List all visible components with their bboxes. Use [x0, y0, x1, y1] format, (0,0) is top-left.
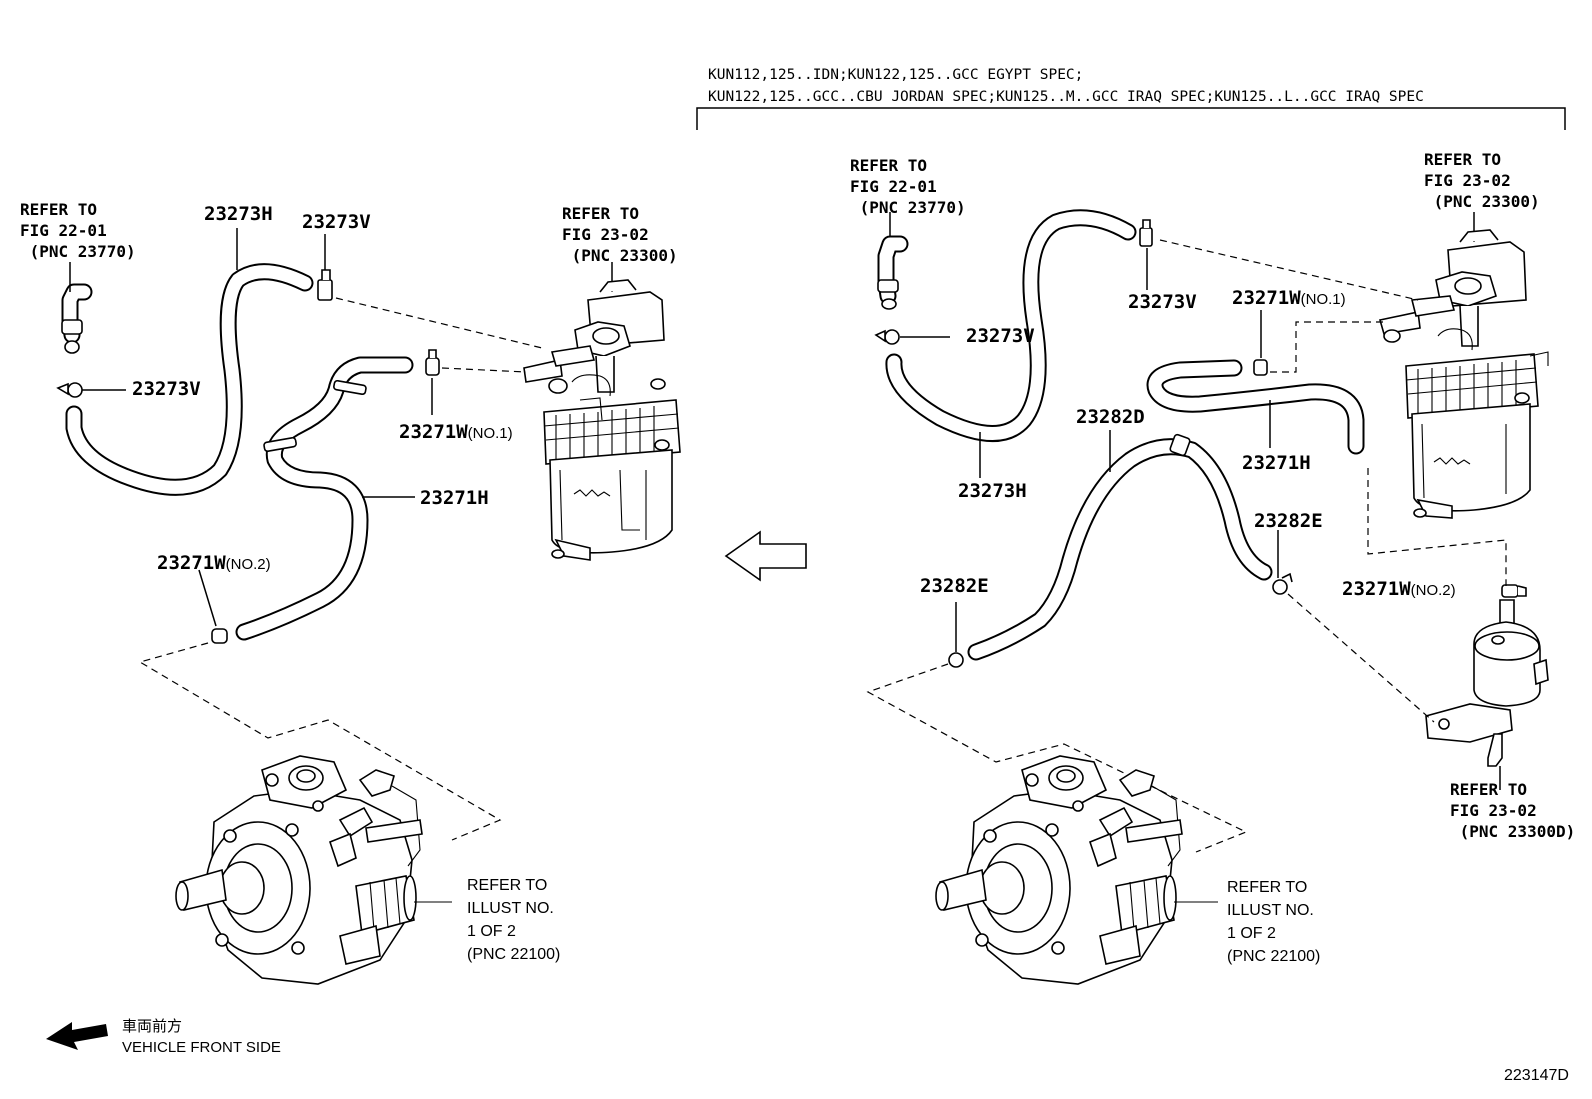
- left-clamp-23273V-side-icon: [56, 382, 126, 398]
- left-hose-23273H: [65, 228, 314, 496]
- right-label-23282E-right: 23282E: [1254, 510, 1323, 532]
- right-fitting-22-01: [877, 212, 909, 310]
- right-clamp-23273V-side-icon: [874, 329, 950, 345]
- right-hose-23282D: [967, 430, 1273, 661]
- right-clamp-23273V-top-icon: [1139, 219, 1153, 290]
- right-dashed-leaders: [1159, 239, 1419, 301]
- right-label-23271H: 23271H: [1242, 452, 1311, 474]
- right-clamp-23271W-no1-icon: [1253, 310, 1268, 376]
- right-label-23271W-no1: 23271W(NO.1): [1232, 287, 1346, 309]
- right-label-23273V-side: 23273V: [966, 325, 1035, 347]
- figure-code: 223147D: [1504, 1067, 1569, 1084]
- left-injection-pump: [175, 755, 452, 985]
- right-clamp-23282E-right-icon: [1272, 530, 1293, 595]
- left-clamp-23271W-no1-icon: [425, 349, 440, 415]
- left-label-23273H: 23273H: [204, 203, 273, 225]
- left-clamp-23273V-top-icon: [317, 234, 333, 301]
- right-label-23282E-left: 23282E: [920, 575, 989, 597]
- left-dashed-leaders: [335, 297, 543, 349]
- right-hose-23271H: [1146, 359, 1365, 455]
- right-label-23273V-top: 23273V: [1128, 291, 1197, 313]
- right-hose-23273H: [885, 209, 1137, 478]
- right-ref-fig-23-02: REFER TO FIG 23-02 (PNC 23300): [1424, 150, 1540, 211]
- vehicle-front-arrow-icon: [46, 1022, 108, 1050]
- left-label-23271H: 23271H: [420, 487, 489, 509]
- left-fuel-filter-assembly: [523, 262, 681, 561]
- right-label-23282D: 23282D: [1076, 406, 1145, 428]
- left-hose-clips-icon: [263, 379, 367, 453]
- right-ref-illust: REFER TO ILLUST NO. 1 OF 2 (PNC 22100): [1227, 879, 1321, 965]
- left-label-23273V-top: 23273V: [302, 211, 371, 233]
- direction-arrow-icon: [724, 530, 807, 582]
- left-hose-23271H: [235, 356, 415, 641]
- left-label-23271W-no2: 23271W(NO.2): [157, 552, 271, 574]
- left-fitting-22-01: [61, 262, 93, 354]
- right-label-23271W-no2: 23271W(NO.2): [1342, 578, 1456, 600]
- left-ref-fig-23-02: REFER TO FIG 23-02 (PNC 23300): [562, 204, 678, 265]
- vehicle-front-label: 車両前方 VEHICLE FRONT SIDE: [122, 1018, 281, 1056]
- left-ref-illust: REFER TO ILLUST NO. 1 OF 2 (PNC 22100): [467, 877, 561, 963]
- right-fuel-filter-assembly: [1378, 212, 1549, 519]
- right-ref-fig-23-02d: REFER TO FIG 23-02 (PNC 23300D): [1450, 780, 1576, 841]
- right-ref-fig-22-01: REFER TO FIG 22-01 (PNC 23770): [850, 156, 966, 217]
- right-pressure-regulator: [1425, 599, 1549, 790]
- left-label-23271W-no1: 23271W(NO.1): [399, 421, 513, 443]
- right-clamp-23282E-left-icon: [948, 602, 964, 668]
- left-ref-fig-22-01: REFER TO FIG 22-01 (PNC 23770): [20, 200, 136, 261]
- spec-header: KUN112,125..IDN;KUN122,125..GCC EGYPT SP…: [708, 67, 1424, 105]
- left-clamp-23271W-no2-icon: [198, 569, 228, 644]
- left-label-23273V-side: 23273V: [132, 378, 201, 400]
- right-label-23273H: 23273H: [958, 480, 1027, 502]
- right-clamp-23271W-no2-icon: [1501, 584, 1527, 598]
- right-injection-pump: [935, 755, 1218, 985]
- spec-bracket: [696, 107, 1566, 130]
